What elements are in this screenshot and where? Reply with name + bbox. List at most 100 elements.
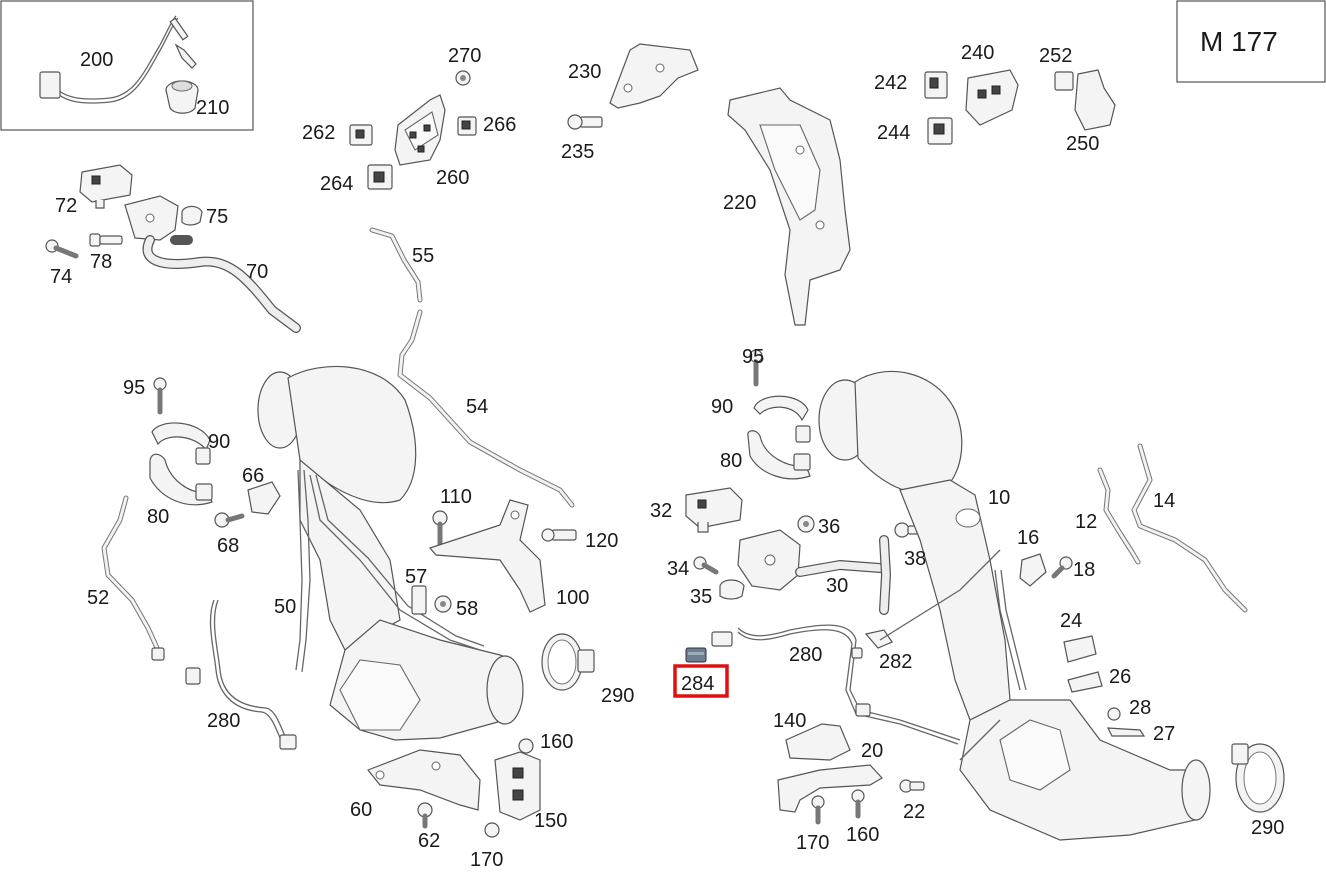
part-26-clip[interactable] <box>1067 671 1103 693</box>
part-34-bolt[interactable] <box>693 556 719 575</box>
callout-252[interactable]: 252 <box>1039 45 1072 67</box>
part-52-pipe[interactable] <box>101 495 165 661</box>
callout-55[interactable]: 55 <box>412 245 434 267</box>
callout-22[interactable]: 22 <box>903 801 925 823</box>
part-270-nut[interactable] <box>455 70 471 86</box>
callout-62[interactable]: 62 <box>418 830 440 852</box>
callout-200[interactable]: 200 <box>80 49 113 71</box>
part-280-sensor-left[interactable] <box>185 599 297 750</box>
part-62-bolt[interactable] <box>417 802 433 829</box>
callout-72[interactable]: 72 <box>55 195 77 217</box>
callout-68[interactable]: 68 <box>217 535 239 557</box>
callout-35[interactable]: 35 <box>690 586 712 608</box>
callout-32[interactable]: 32 <box>650 500 672 522</box>
part-18-bolt[interactable] <box>1051 556 1073 579</box>
callout-210[interactable]: 210 <box>196 97 229 119</box>
part-95-bolt-right[interactable] <box>749 349 763 387</box>
callout-66[interactable]: 66 <box>242 465 264 487</box>
part-260-bracket[interactable] <box>394 94 446 166</box>
part-35-clamp[interactable] <box>719 579 745 600</box>
part-36-nut[interactable] <box>797 515 815 533</box>
part-12-pipe[interactable] <box>1097 467 1141 565</box>
callout-95-left[interactable]: 95 <box>123 377 145 399</box>
callout-290-right[interactable]: 290 <box>1251 817 1284 839</box>
part-24-clip[interactable] <box>1063 635 1097 663</box>
callout-74[interactable]: 74 <box>50 266 72 288</box>
callout-78[interactable]: 78 <box>90 251 112 273</box>
callout-280-left[interactable]: 280 <box>207 710 240 732</box>
callout-260[interactable]: 260 <box>436 167 469 189</box>
callout-160-left[interactable]: 160 <box>540 731 573 753</box>
part-110-bolt[interactable] <box>432 510 448 549</box>
callout-120[interactable]: 120 <box>585 530 618 552</box>
callout-10[interactable]: 10 <box>988 487 1010 509</box>
part-90-clamp-left[interactable] <box>151 422 211 465</box>
callout-38[interactable]: 38 <box>904 548 926 570</box>
callout-110[interactable]: 110 <box>440 486 472 508</box>
callout-58[interactable]: 58 <box>456 598 478 620</box>
callout-20[interactable]: 20 <box>861 740 883 762</box>
callout-24[interactable]: 24 <box>1060 610 1082 632</box>
callout-75[interactable]: 75 <box>206 206 228 228</box>
callout-57[interactable]: 57 <box>405 566 427 588</box>
part-72-pressure-sensor[interactable] <box>79 164 133 209</box>
part-262-connector[interactable] <box>349 124 373 146</box>
callout-12[interactable]: 12 <box>1075 511 1097 533</box>
callout-54[interactable]: 54 <box>466 396 488 418</box>
part-57-clip[interactable] <box>411 585 427 615</box>
part-235-bolt[interactable] <box>567 114 603 130</box>
part-75-clamp[interactable] <box>181 205 203 226</box>
callout-80-left[interactable]: 80 <box>147 506 169 528</box>
callout-170-left[interactable]: 170 <box>470 849 503 871</box>
part-282-clip[interactable] <box>864 629 893 649</box>
part-32-pressure-sensor[interactable] <box>685 487 743 533</box>
part-160-bolt-left[interactable] <box>518 738 534 754</box>
callout-70[interactable]: 70 <box>246 261 268 283</box>
part-58-nut[interactable] <box>434 595 452 613</box>
part-160-bolt-right[interactable] <box>851 789 865 819</box>
part-60-heat-shield[interactable] <box>367 749 481 811</box>
callout-150[interactable]: 150 <box>534 810 567 832</box>
callout-80-right[interactable]: 80 <box>720 450 742 472</box>
callout-220[interactable]: 220 <box>723 192 756 214</box>
callout-240[interactable]: 240 <box>961 42 994 64</box>
callout-34[interactable]: 34 <box>667 558 689 580</box>
callout-170-right[interactable]: 170 <box>796 832 829 854</box>
callout-16[interactable]: 16 <box>1017 527 1039 549</box>
part-290-clamp-right[interactable] <box>1231 743 1285 813</box>
part-220-heat-shield-bracket[interactable] <box>727 87 851 326</box>
part-50-sensor-lines[interactable] <box>295 469 485 673</box>
callout-95-right[interactable]: 95 <box>742 346 764 368</box>
callout-50[interactable]: 50 <box>274 596 296 618</box>
part-28-nut[interactable] <box>1107 707 1121 721</box>
part-170-bolt-left[interactable] <box>484 822 500 838</box>
callout-52[interactable]: 52 <box>87 587 109 609</box>
part-240-connector-bracket[interactable] <box>965 69 1019 126</box>
callout-90-right[interactable]: 90 <box>711 396 733 418</box>
part-250-bracket[interactable] <box>1074 69 1116 131</box>
part-70-bracket-hose[interactable] <box>124 195 301 333</box>
callout-270[interactable]: 270 <box>448 45 481 67</box>
callout-28[interactable]: 28 <box>1129 697 1151 719</box>
part-90-clamp-right[interactable] <box>753 395 811 443</box>
part-27-bracket[interactable] <box>1106 727 1146 737</box>
part-22-bolt[interactable] <box>899 779 925 793</box>
part-80-clamp-left[interactable] <box>149 453 213 506</box>
callout-282[interactable]: 282 <box>879 651 912 673</box>
part-78-bolt[interactable] <box>89 233 123 247</box>
callout-235[interactable]: 235 <box>561 141 594 163</box>
part-80-clamp-right[interactable] <box>747 430 811 480</box>
part-74-bolt[interactable] <box>45 239 79 259</box>
part-230-bracket[interactable] <box>609 43 699 109</box>
callout-60[interactable]: 60 <box>350 799 372 821</box>
callout-250[interactable]: 250 <box>1066 133 1099 155</box>
callout-266[interactable]: 266 <box>483 114 516 136</box>
part-252-connector[interactable] <box>1054 71 1074 91</box>
part-244-connector[interactable] <box>927 117 953 145</box>
callout-284[interactable]: 284 <box>681 673 714 695</box>
part-266-connector[interactable] <box>457 116 477 136</box>
callout-90-left[interactable]: 90 <box>208 431 230 453</box>
part-95-bolt-left[interactable] <box>153 377 167 415</box>
part-140-bracket[interactable] <box>785 723 851 761</box>
part-68-bolt[interactable] <box>214 512 245 528</box>
